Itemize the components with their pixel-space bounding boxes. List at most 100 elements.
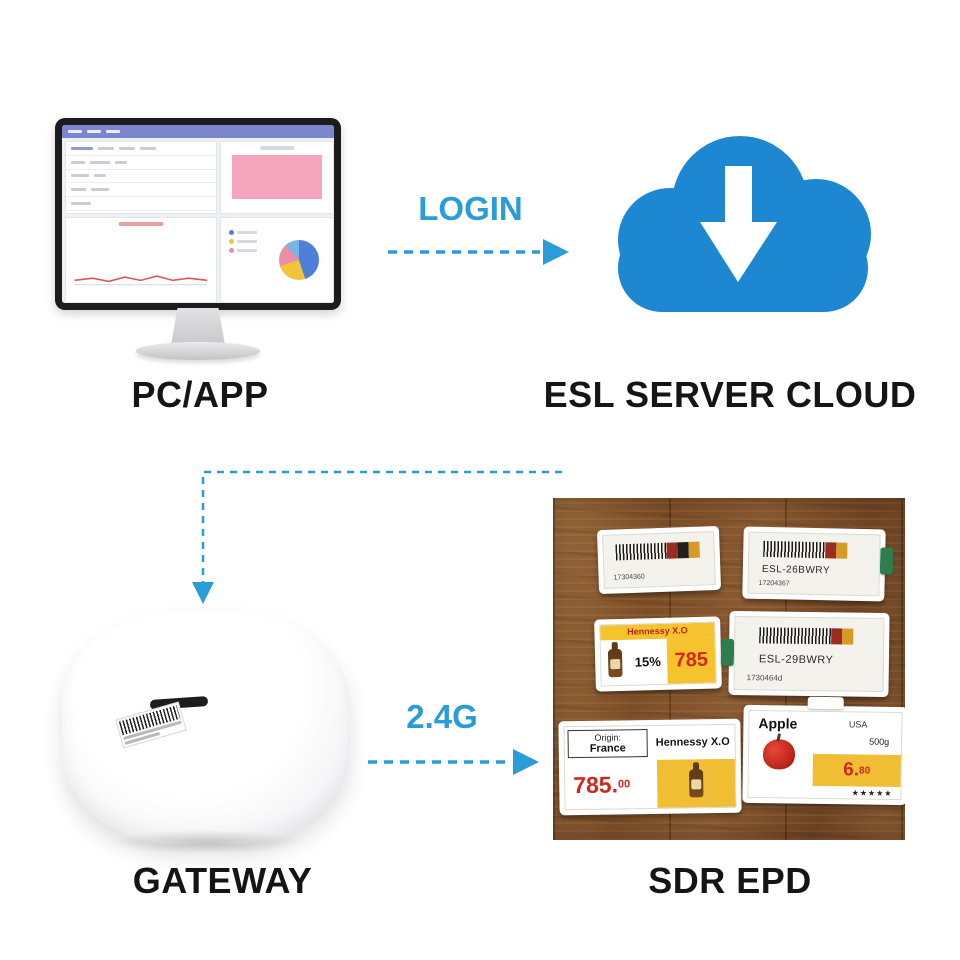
esl-tag-2: ESL-26BWRY 17204367 bbox=[742, 526, 894, 602]
cell-text bbox=[71, 160, 85, 164]
price-area: 6.80 bbox=[812, 753, 902, 788]
origin-value: France bbox=[589, 742, 626, 755]
cell-text bbox=[94, 174, 106, 178]
price-area: 785 bbox=[666, 637, 716, 684]
tag-left-area: 15% bbox=[600, 638, 668, 686]
serial-text: 17204367 bbox=[758, 579, 790, 588]
bottle-icon bbox=[607, 648, 623, 677]
origin-box: Origin: France bbox=[567, 729, 649, 759]
weight-text: 500g bbox=[869, 736, 890, 747]
barcode-strip bbox=[763, 540, 859, 559]
pie-legend bbox=[228, 230, 257, 254]
cell-text bbox=[71, 174, 89, 178]
header-menu-item bbox=[68, 130, 82, 133]
table-row bbox=[66, 156, 216, 170]
serial-text: 17304360 bbox=[613, 573, 645, 582]
legend-text bbox=[236, 231, 257, 235]
legend-text bbox=[236, 249, 257, 253]
panel-title-text bbox=[259, 146, 294, 150]
dashboard-header-bar bbox=[62, 125, 334, 138]
dashboard-table-panel bbox=[65, 141, 217, 215]
cloud-gateway-arrow-head bbox=[192, 582, 214, 604]
legend-item bbox=[228, 239, 257, 245]
barcode-icon bbox=[759, 627, 832, 645]
table-row bbox=[66, 183, 216, 198]
color-block-yellow bbox=[842, 628, 854, 645]
legend-item bbox=[228, 230, 257, 236]
cloud-shape bbox=[618, 136, 871, 312]
cell-text bbox=[71, 202, 91, 206]
model-text: ESL-26BWRY bbox=[761, 563, 831, 577]
eink-screen: ESL-26BWRY 17204367 bbox=[747, 531, 881, 597]
gateway-label: GATEWAY bbox=[132, 860, 313, 901]
barcode-icon bbox=[615, 542, 668, 561]
dashboard-body bbox=[62, 138, 334, 303]
bottle-icon bbox=[688, 769, 704, 798]
gateway-device bbox=[62, 612, 350, 854]
epd-photo: 17304360 ESL-26BWRY 17204367 Hennessy X.… bbox=[553, 498, 905, 840]
barcode-icon bbox=[763, 540, 826, 559]
esl-server-cloud-label: ESL SERVER CLOUD bbox=[543, 374, 917, 415]
price-cents: 00 bbox=[617, 778, 631, 791]
monitor-stand-neck bbox=[171, 308, 225, 345]
wireless-label: 2.4G bbox=[406, 698, 478, 735]
cloud-gateway-line bbox=[201, 470, 562, 582]
eink-screen: ESL-29BWRY 1730464d bbox=[733, 615, 885, 693]
esl-tag-1: 17304360 bbox=[596, 525, 722, 595]
color-block-red bbox=[666, 542, 679, 559]
price-text: 785.00 bbox=[565, 760, 657, 809]
color-block-red bbox=[825, 542, 837, 559]
hanger-tab bbox=[807, 696, 844, 710]
legend-dot bbox=[228, 230, 234, 236]
color-block-red bbox=[831, 628, 843, 645]
cloud-icon bbox=[592, 130, 892, 322]
cell-text bbox=[98, 146, 114, 150]
table-row bbox=[66, 170, 216, 184]
product-title: Hennessy X.O bbox=[655, 735, 730, 749]
product-image-area bbox=[656, 758, 736, 808]
legend-dot bbox=[228, 248, 234, 254]
mounting-clip bbox=[879, 547, 894, 575]
cell-text bbox=[71, 188, 86, 192]
wireless-arrow-head bbox=[513, 749, 539, 775]
eink-screen: Hennessy X.O 15% 785 bbox=[599, 621, 717, 687]
legend-text bbox=[236, 240, 257, 244]
legend-item bbox=[228, 248, 257, 254]
panel-title-text bbox=[118, 222, 164, 227]
color-block-black bbox=[677, 541, 690, 559]
price-text: 785 bbox=[674, 648, 709, 672]
line-chart bbox=[74, 275, 208, 286]
table-row bbox=[66, 142, 216, 156]
pink-bar-chart bbox=[231, 154, 322, 199]
tag-body: 15% 785 bbox=[600, 637, 716, 686]
origin-label: Origin: bbox=[594, 732, 621, 743]
legend-dot bbox=[228, 239, 234, 245]
sdr-epd-label: SDR EPD bbox=[648, 860, 812, 901]
eink-screen: Apple USA 500g 6.80 ★★★★★ bbox=[747, 709, 903, 801]
gateway-barcode-sticker bbox=[115, 701, 187, 749]
cell-text bbox=[119, 146, 135, 150]
price-cents: 80 bbox=[858, 764, 871, 777]
tag-bottom-row: 785.00 bbox=[565, 758, 736, 809]
rating-stars: ★★★★★ bbox=[851, 788, 893, 798]
product-title: Apple bbox=[758, 715, 798, 732]
pie-chart bbox=[278, 240, 319, 281]
dashboard-pie-panel bbox=[219, 217, 334, 303]
price-main: 6. bbox=[843, 759, 860, 781]
dashboard-line-panel bbox=[65, 217, 217, 303]
color-block-yellow bbox=[688, 541, 700, 558]
cell-text bbox=[71, 146, 93, 150]
apple-icon bbox=[762, 739, 796, 770]
cell-text bbox=[115, 160, 127, 164]
tag-top-row: Origin: France Hennessy X.O bbox=[564, 725, 734, 761]
cell-text bbox=[91, 188, 109, 192]
pc-app-label: PC/APP bbox=[131, 374, 269, 415]
eink-screen: 17304360 bbox=[602, 531, 716, 589]
serial-text: 1730464d bbox=[746, 673, 783, 683]
pc-monitor bbox=[55, 118, 341, 310]
price-main: 785. bbox=[573, 770, 619, 798]
barcode-strip bbox=[759, 627, 871, 645]
dashboard-bar-panel bbox=[219, 141, 334, 215]
origin-text: USA bbox=[848, 719, 868, 730]
monitor-stand-base bbox=[136, 342, 260, 360]
